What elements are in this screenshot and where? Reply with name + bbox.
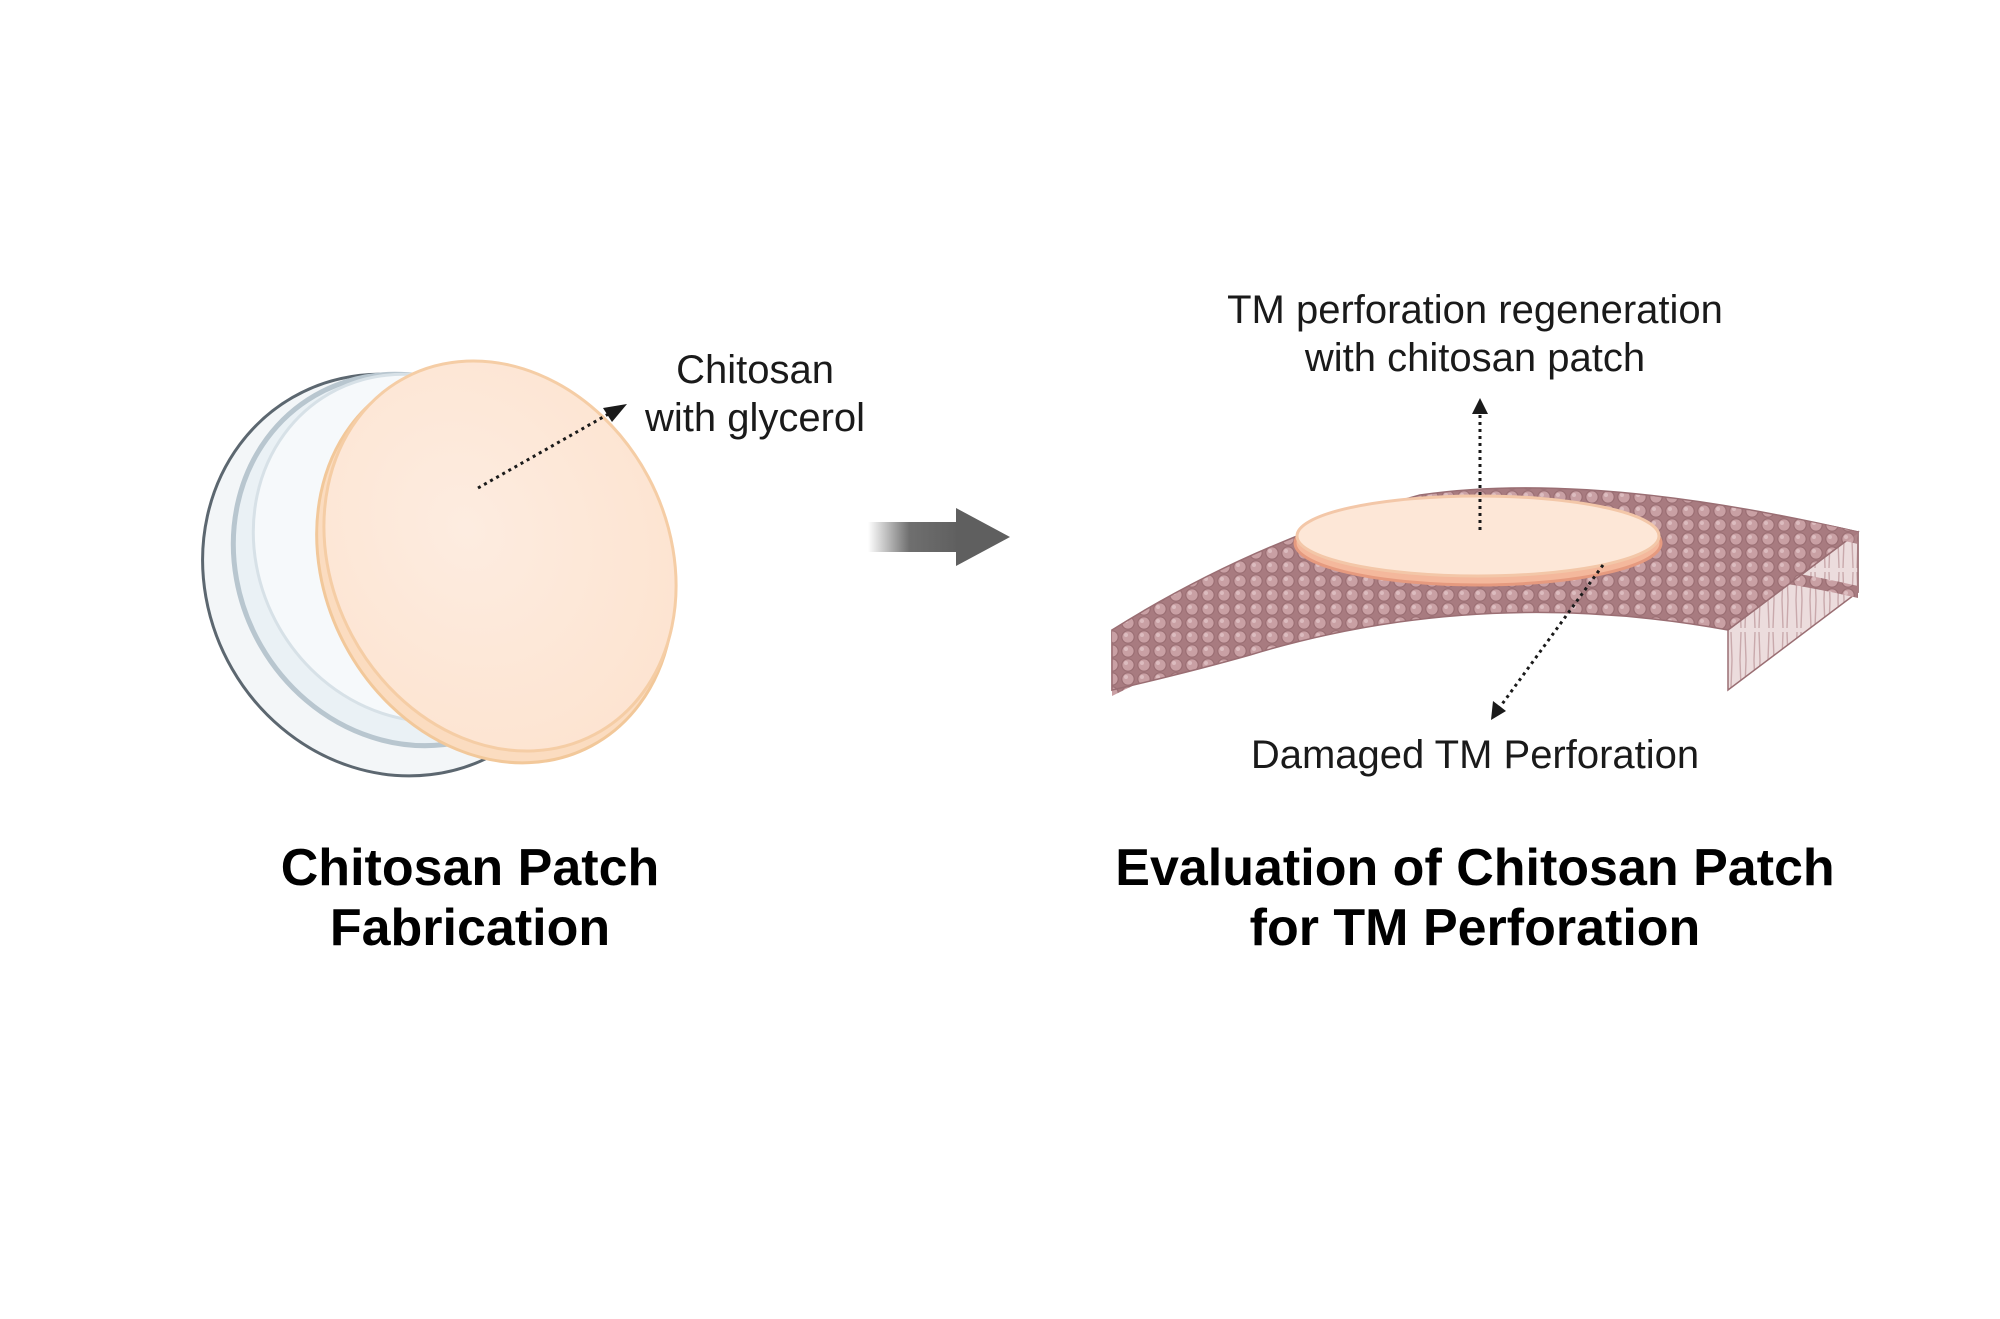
left-caption-line1: Chitosan Patch xyxy=(280,839,660,897)
regeneration-pointer-arrow xyxy=(1472,398,1488,530)
damage-pointer-arrow xyxy=(1491,564,1605,720)
chitosan-annotation-line2: with glycerol xyxy=(644,396,866,440)
left-caption-line2: Fabrication xyxy=(329,899,611,957)
damage-annotation-text: Damaged TM Perforation xyxy=(1250,733,1700,777)
chitosan-annotation-line1: Chitosan xyxy=(676,348,834,392)
right-caption: Evaluation of Chitosan Patch for TM Perf… xyxy=(1080,838,1870,958)
right-caption-line2: for TM Perforation xyxy=(1249,899,1701,957)
chitosan-annotation: Chitosan with glycerol xyxy=(615,346,895,442)
chitosan-pointer-arrow xyxy=(477,404,627,490)
regeneration-annotation: TM perforation regeneration with chitosa… xyxy=(1175,286,1775,382)
regeneration-annotation-line1: TM perforation regeneration xyxy=(1227,288,1723,332)
regeneration-annotation-line2: with chitosan patch xyxy=(1304,336,1646,380)
damage-annotation: Damaged TM Perforation xyxy=(1175,731,1775,779)
chitosan-film xyxy=(315,359,678,765)
chitosan-patch xyxy=(1293,494,1663,587)
process-arrow xyxy=(868,508,1010,566)
left-caption: Chitosan Patch Fabrication xyxy=(220,838,720,958)
right-caption-line1: Evaluation of Chitosan Patch xyxy=(1115,839,1835,897)
